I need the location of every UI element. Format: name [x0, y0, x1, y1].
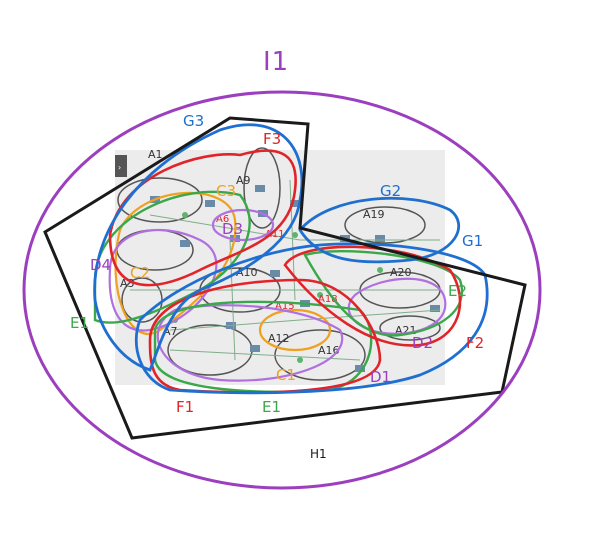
node-label-a15: A15 — [275, 301, 295, 312]
node-label-a9: A9 — [236, 174, 251, 187]
g2-label: G2 — [380, 182, 401, 200]
g1-cluster — [134, 242, 489, 395]
e-clusters — [93, 190, 463, 393]
i1-label: I1 — [263, 47, 289, 77]
f2-label: F2 — [466, 334, 484, 352]
g3-label: G3 — [183, 112, 204, 130]
node-label-a16: A16 — [318, 344, 340, 357]
e1-cluster — [153, 300, 373, 393]
node-label-a19: A19 — [363, 208, 385, 221]
node-ellipse-a1 — [117, 177, 203, 223]
c3-label: C3 — [216, 182, 236, 200]
node-label-a12: A12 — [268, 332, 290, 345]
c1-cluster — [258, 308, 332, 352]
svg-text:›: › — [118, 163, 121, 172]
e1-label: E1 — [262, 398, 281, 416]
d2-label: D2 — [412, 334, 433, 352]
g-clusters — [93, 123, 489, 395]
f2-cluster — [283, 245, 462, 347]
node-ellipse-a21 — [379, 315, 441, 341]
e3-cluster — [93, 190, 251, 324]
g2-cluster — [298, 196, 461, 264]
node-label-a6: A6 — [216, 214, 229, 225]
sidebar-toggle — [115, 155, 127, 177]
node-label-a20: A20 — [390, 266, 412, 279]
d1-label: D1 — [370, 368, 391, 386]
node-label-a18: A18 — [318, 294, 338, 305]
h1-label: H1 — [310, 447, 327, 461]
node-ellipse-a19 — [344, 206, 426, 244]
d3-cluster — [211, 208, 275, 242]
d1-cluster — [156, 304, 344, 382]
h1-boundary — [43, 116, 527, 440]
node-label-a11: A11 — [265, 229, 285, 240]
g1-label: G1 — [462, 232, 483, 250]
node-labels-highlight: A11 A15 A18 A6 — [216, 214, 338, 312]
d4-label: D4 — [90, 256, 111, 274]
node-ellipse-a16 — [274, 329, 366, 381]
f3-cluster — [108, 149, 297, 287]
node-ellipse-a9 — [243, 147, 281, 229]
i1-boundary — [22, 90, 542, 490]
f1-label: F1 — [176, 398, 194, 416]
node-label-a1: A1 — [148, 148, 163, 161]
c1-label: C1 — [276, 366, 296, 384]
f3-label: F3 — [263, 130, 281, 148]
d3-label: D3 — [222, 220, 243, 238]
g3-cluster — [93, 123, 304, 372]
e2-cluster — [303, 250, 463, 337]
e3-label: E1 — [70, 314, 89, 332]
e2-label: E2 — [448, 282, 467, 300]
c2-label: C2 — [130, 264, 150, 282]
